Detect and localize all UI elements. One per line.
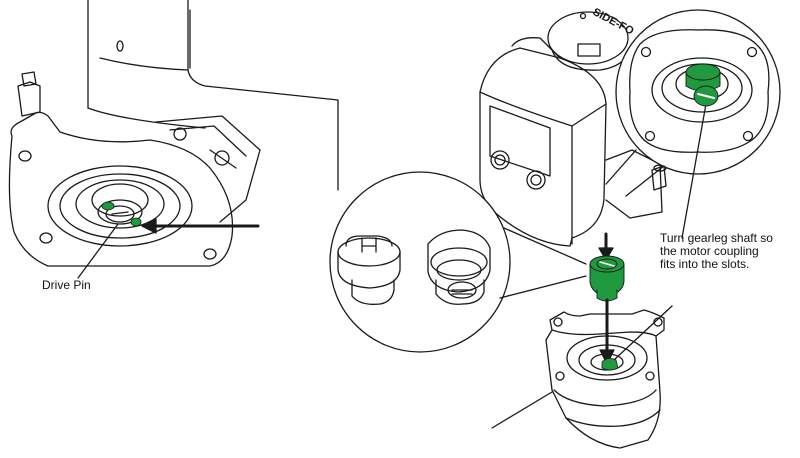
motor-coupling <box>589 255 625 302</box>
left-gearleg-housing <box>8 0 339 267</box>
drive-pin-arrow <box>141 218 260 234</box>
instruction-line-3: fits into the slots. <box>660 257 750 271</box>
instruction-line-1: Turn gearleg shaft so <box>660 231 773 245</box>
coupling-magnified-view <box>329 171 587 353</box>
motor-body <box>479 11 667 247</box>
top-view-coupling <box>685 63 721 107</box>
top-magnified-view <box>605 9 781 239</box>
motor-down-arrow <box>598 232 614 261</box>
drive-pin-leader <box>77 223 119 279</box>
drive-pin-label: Drive Pin <box>42 278 91 292</box>
gearleg-shaft-green <box>601 358 619 371</box>
instruction-label: Turn gearleg shaft so the motor coupling… <box>660 232 800 271</box>
gearleg-flange <box>491 305 673 449</box>
motor-face-text: SIDE-FO <box>591 6 636 38</box>
instruction-line-2: the motor coupling <box>660 244 759 258</box>
drive-pin-highlight <box>101 201 142 227</box>
coupling-down-arrow <box>599 298 615 365</box>
